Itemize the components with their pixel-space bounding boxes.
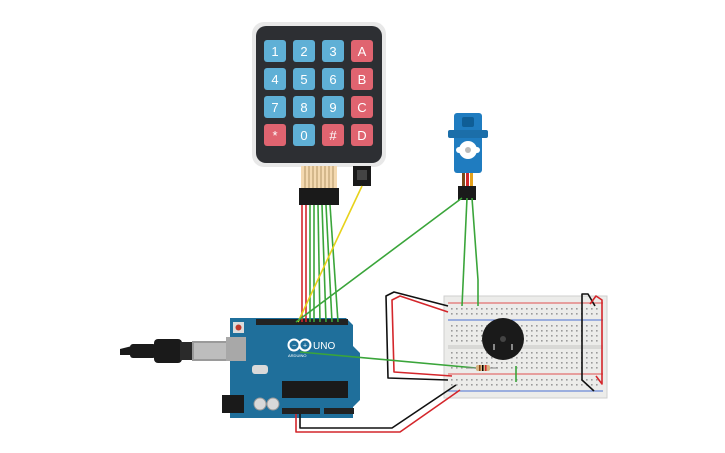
keypad-key[interactable] [264,96,286,118]
analog-header [324,408,354,414]
arduino-pcb [230,318,360,418]
keypad-key[interactable] [322,40,344,62]
keypad-key[interactable] [264,124,286,146]
keypad-4x4[interactable]: 1 2 3 A 4 5 6 B 7 8 9 C * 0 # D [252,22,386,205]
dc-jack-icon [222,395,244,413]
keypad-key-label: A [358,44,367,59]
wire-green[interactable] [471,197,479,306]
board-brand-label: ARDUINO [288,353,306,358]
reset-button[interactable] [235,324,242,331]
keypad-key-label: 4 [271,72,278,87]
keypad-key-label: 5 [300,72,307,87]
keypad-key-label: * [272,128,277,143]
keypad-key[interactable] [293,68,315,90]
keypad-key-label: 1 [271,44,278,59]
keypad-key[interactable] [322,68,344,90]
board-model-label: UNO [313,341,335,352]
keypad-key[interactable] [322,96,344,118]
keypad-key[interactable] [351,68,373,90]
servo-connector [458,186,476,200]
wire-green[interactable] [299,351,477,369]
wire-layer [295,185,603,433]
piezo-buzzer[interactable] [482,318,524,360]
keypad-key[interactable] [264,40,286,62]
keypad-key[interactable] [293,124,315,146]
servo-motor[interactable] [448,113,488,200]
wire-red[interactable] [391,295,453,377]
usb-port [226,337,246,361]
power-header [282,408,320,414]
keypad-key-label: 3 [329,44,336,59]
keypad-key-label: 6 [329,72,336,87]
wire-black[interactable] [581,293,596,392]
keypad-key[interactable] [293,40,315,62]
wire-red[interactable] [589,295,603,385]
wire-green[interactable] [317,204,321,323]
keypad-key-label: # [329,128,337,143]
wire-green[interactable] [325,204,333,323]
atmega-chip [282,381,348,398]
keypad-header-connector [299,188,339,205]
keypad-key-label: 2 [300,44,307,59]
wire-green[interactable] [321,204,327,323]
wire-red[interactable] [295,389,461,433]
resistor-icon[interactable] [466,365,498,371]
keypad-body [256,26,382,163]
keypad-key[interactable] [322,124,344,146]
keypad-key-label: 7 [271,100,278,115]
keypad-key[interactable] [293,96,315,118]
wire-black[interactable] [299,384,457,429]
wire-green[interactable] [461,197,468,307]
keypad-key-label: C [357,100,366,115]
wire-green[interactable] [295,197,463,323]
wire-black[interactable] [385,291,449,381]
keypad-key-label: 8 [300,100,307,115]
keypad-key-label: 9 [329,100,336,115]
keypad-key[interactable] [351,40,373,62]
keypad-key-label: D [357,128,366,143]
keypad-key[interactable] [351,124,373,146]
wire-yellow[interactable] [297,185,363,323]
svg-text:−: − [292,343,296,350]
keypad-ribbon-cable [301,166,337,188]
svg-text:+: + [303,343,307,350]
arduino-logo-icon: − + [287,338,312,352]
usb-cable-icon [120,339,236,363]
keypad-key[interactable] [351,96,373,118]
keypad-key-label: 0 [300,128,307,143]
arduino-uno-board[interactable]: − + UNO ARDUINO [120,318,360,418]
wire-green[interactable] [329,204,339,323]
breadboard[interactable] [443,295,608,399]
keypad-key[interactable] [264,68,286,90]
keypad-key-label: B [358,72,367,87]
